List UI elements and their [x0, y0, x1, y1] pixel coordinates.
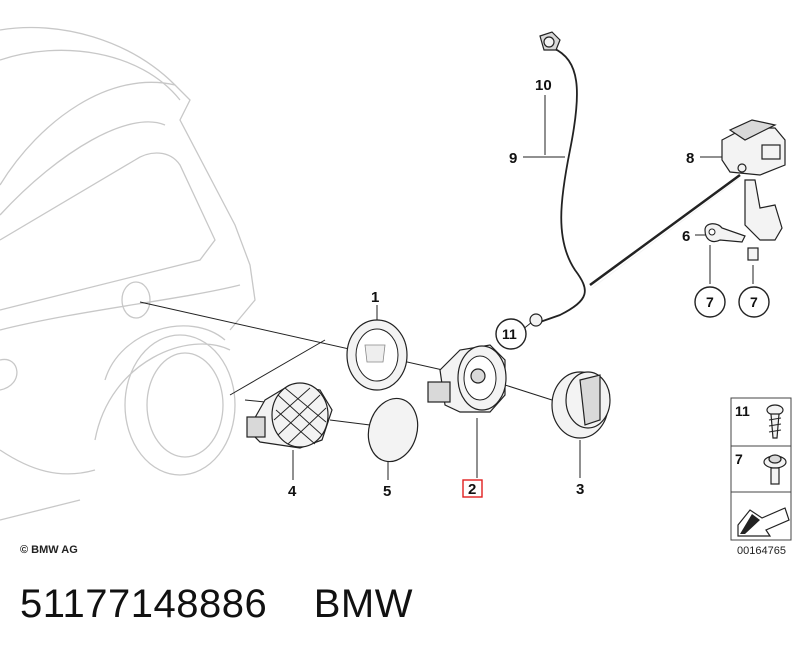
- image-number: 00164765: [737, 545, 786, 557]
- legend-label-7: 7: [735, 451, 743, 467]
- fuel-cap-part-3: [551, 371, 611, 439]
- label-3: 3: [576, 481, 584, 498]
- arrow-icon: [737, 507, 790, 537]
- flange-bolt-icon: [763, 454, 787, 485]
- label-10: 10: [535, 77, 552, 94]
- circled-label-7a: 7: [706, 294, 714, 310]
- release-cable: [539, 47, 586, 323]
- part-number-labels: 1 2 3 4 5 6 8 9 10: [288, 77, 694, 500]
- label-4: 4: [288, 483, 297, 500]
- label-5: 5: [383, 483, 391, 500]
- car-outline: [0, 26, 256, 521]
- actuator-rod: [589, 173, 741, 287]
- cable-clip-part-10: [539, 31, 561, 51]
- gasket-ring-part-1: [346, 319, 408, 391]
- parts-diagram: 1 2 3 4 5 6 8 9 10 11 7 7 11 7: [0, 26, 792, 557]
- label-2: 2: [468, 481, 476, 498]
- part-number: 51177148886: [20, 582, 268, 626]
- copyright-text: © BMW AG: [20, 544, 78, 556]
- caption: 51177148886 BMW: [20, 582, 413, 627]
- cable-end-fitting: [529, 313, 543, 327]
- fuel-flap-part-5: [367, 397, 419, 463]
- label-8: 8: [686, 150, 694, 167]
- screw-icon: [766, 404, 784, 439]
- label-6: 6: [682, 228, 690, 245]
- filler-housing-part-4: [246, 382, 333, 449]
- actuator-part-8: [721, 119, 786, 176]
- actuator-bracket: [744, 179, 783, 261]
- circled-label-11: 11: [502, 326, 517, 342]
- brand-name: BMW: [313, 582, 413, 626]
- fastener-legend: 11 7 00164765: [730, 397, 792, 557]
- circled-label-7b: 7: [750, 294, 758, 310]
- label-1: 1: [371, 289, 379, 306]
- clip-part-6: [704, 223, 746, 243]
- circled-labels: 11 7 7: [495, 286, 770, 350]
- label-9: 9: [509, 150, 517, 167]
- legend-label-11: 11: [735, 403, 750, 419]
- highlight-box-2: [462, 479, 483, 498]
- fuel-filler-pot-part-2: [427, 344, 507, 413]
